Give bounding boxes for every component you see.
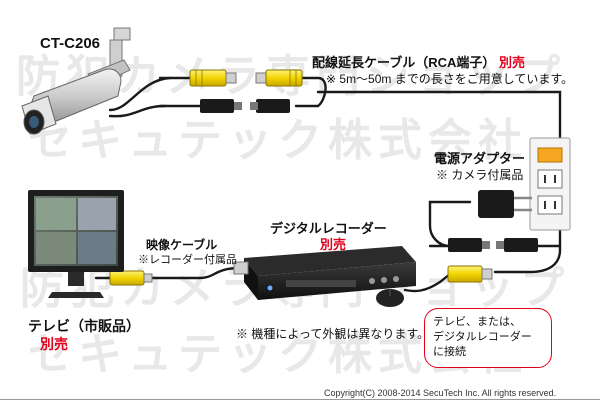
callout-line-2: デジタルレコーダー bbox=[433, 331, 532, 343]
power-adapter-title: 電源アダプター bbox=[434, 151, 526, 166]
tv-title: テレビ（市販品） bbox=[28, 318, 140, 334]
callout-line-3: に接続 bbox=[433, 346, 466, 358]
callout-line-1: テレビ、または、 bbox=[433, 316, 521, 328]
power-adapter-icon bbox=[447, 190, 538, 283]
wall-outlet-icon bbox=[529, 137, 571, 231]
mouse-icon bbox=[376, 289, 404, 307]
video-cable-note: ※レコーダー付属品 bbox=[138, 254, 237, 266]
recorder-sold-separately: 別売 bbox=[320, 237, 347, 252]
bullet-camera-icon bbox=[21, 27, 131, 135]
video-cable-title: 映像ケーブル bbox=[146, 238, 218, 252]
recorder-title: デジタルレコーダー bbox=[270, 221, 387, 236]
camera-model-label: CT-C206 bbox=[40, 35, 101, 52]
lcd-monitor-icon bbox=[28, 190, 124, 298]
extension-cable-note: ※ 5m〜50m までの長さをご用意しています。 bbox=[326, 72, 574, 86]
video-cable-plug-icon bbox=[109, 261, 249, 286]
video-cable-line bbox=[148, 266, 242, 280]
extension-cable-name: 配線延長ケーブル（RCA端子） bbox=[312, 55, 496, 70]
copyright-notice: Copyright(C) 2008-2014 SecuTech Inc. All… bbox=[324, 388, 557, 398]
camera-video-lead bbox=[108, 76, 172, 112]
tv-sold-separately: 別売 bbox=[40, 336, 68, 352]
appearance-note: ※ 機種によって外観は異なります。 bbox=[236, 327, 430, 341]
extension-cable-title: 配線延長ケーブル（RCA端子） 別売 bbox=[312, 52, 525, 71]
cable-lines bbox=[94, 76, 562, 293]
watermark-company: セキュテック株式会社 bbox=[28, 115, 528, 166]
rca-plug-icon bbox=[189, 69, 303, 87]
extension-cable-sold-separately: 別売 bbox=[499, 55, 526, 70]
power-adapter-note: ※ カメラ付属品 bbox=[436, 168, 524, 182]
dvr-recorder-icon bbox=[244, 246, 416, 300]
dc-plug-icon bbox=[200, 99, 290, 113]
connect-callout: テレビ、または、 デジタルレコーダー に接続 bbox=[424, 308, 552, 368]
